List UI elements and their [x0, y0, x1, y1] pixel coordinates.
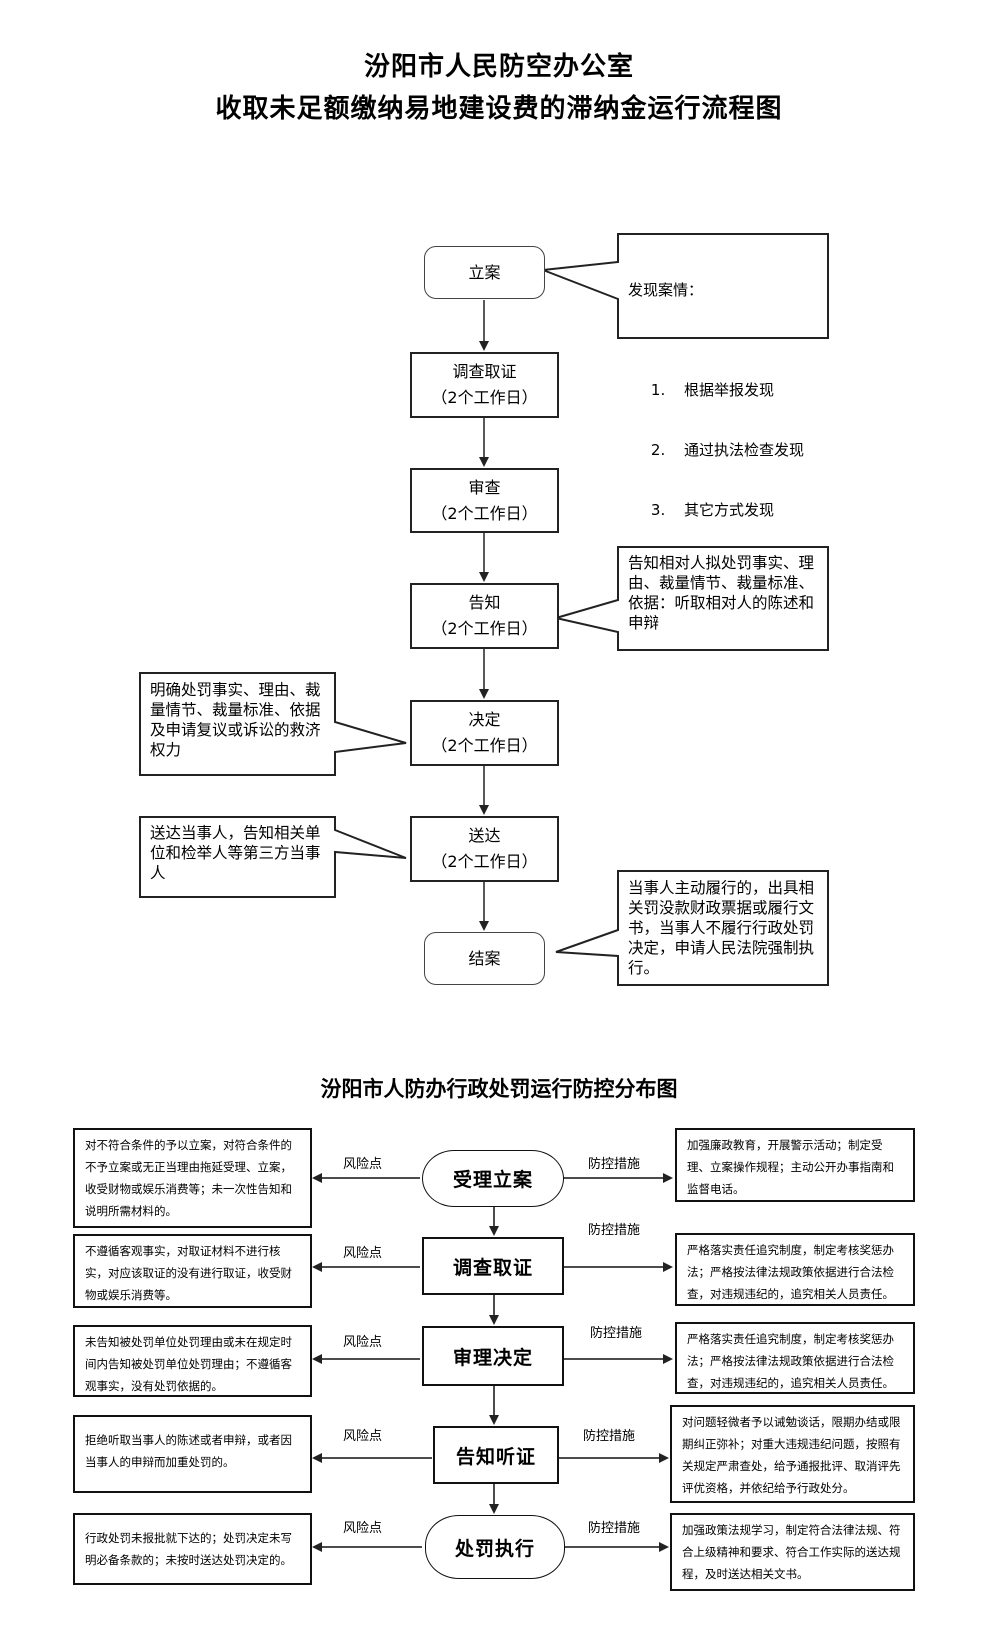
risk-box-4: 拒绝听取当事人的陈述或者申辩，或者因当事人的申辩而加重处罚的。 — [73, 1415, 312, 1493]
callout-lian: 发现案情： 根据举报发现 通过执法检查发现 其它方式发现 — [628, 240, 824, 580]
step-duration: （2个工作日） — [431, 852, 538, 871]
control-label-3: 防控措施 — [590, 1326, 643, 1341]
control-box-4: 对问题轻微者予以诫勉谈话，限期办结或限期纠正弥补；对重大违规违纪问题，按照有关规… — [670, 1405, 915, 1503]
step-label: 送达 — [468, 826, 501, 845]
document-title-line1: 汾阳市人民防空办公室 — [363, 52, 634, 82]
risk-box-5: 行政处罚未报批就下达的；处罚决定未写明必备条款的；未按时送达处罚决定的。 — [73, 1513, 312, 1585]
risk-label-2: 风险点 — [343, 1246, 383, 1261]
document-title-line2: 收取未足额缴纳易地建设费的滞纳金运行流程图 — [215, 94, 783, 124]
control-box-2: 严格落实责任追究制度，制定考核奖惩办法；严格按法律法规政策依据进行合法检查，对违… — [675, 1233, 915, 1306]
risk-label-3: 风险点 — [343, 1335, 383, 1350]
step-duration: （2个工作日） — [431, 736, 538, 755]
callout-lian-item: 通过执法检查发现 — [670, 440, 824, 460]
risk-box-3: 未告知被处罚单位处罚理由或未在规定时间内告知被处罚单位处罚理由；不遵循客观事实，… — [73, 1325, 312, 1397]
flow2-title: 汾阳市人防办行政处罚运行防控分布图 — [320, 1076, 678, 1101]
control-label-2: 防控措施 — [588, 1223, 641, 1238]
risk-box-2: 不遵循客观事实，对取证材料不进行核实，对应该取证的没有进行取证，收受财物或娱乐消… — [73, 1234, 312, 1308]
control-label-1: 防控措施 — [588, 1157, 641, 1172]
step-duration: （2个工作日） — [431, 503, 538, 523]
control-label-4: 防控措施 — [583, 1429, 636, 1444]
callout-lian-heading: 发现案情： — [628, 281, 704, 299]
step-label: 立案 — [468, 262, 501, 282]
flow2-step-chufa: 处罚执行 — [425, 1515, 565, 1579]
flow1-step-diaocha: 调查取证 （2个工作日） — [410, 352, 559, 418]
step-duration: （2个工作日） — [431, 388, 538, 407]
step-label: 决定 — [468, 710, 501, 729]
flow1-step-lian: 立案 — [424, 246, 545, 299]
flow1-step-shencha: 审查 （2个工作日） — [410, 468, 559, 533]
flow2-step-shenli: 审理决定 — [422, 1326, 564, 1386]
callout-jueding: 明确处罚事实、理由、裁量情节、裁量标准、依据及申请复议或诉讼的救济权力 — [150, 681, 321, 759]
flow1-step-songda: 送达 （2个工作日） — [410, 816, 559, 882]
step-label: 告知 — [468, 593, 501, 612]
flow1-step-jiean: 结案 — [424, 932, 545, 985]
callout-gaozhi: 告知相对人拟处罚事实、理由、裁量情节、裁量标准、依据：听取相对人的陈述和申辩 — [628, 554, 815, 632]
risk-label-1: 风险点 — [343, 1157, 383, 1172]
risk-label-5: 风险点 — [343, 1521, 383, 1536]
step-label: 审查 — [468, 477, 501, 497]
step-duration: （2个工作日） — [431, 619, 538, 638]
step-label: 调查取证 — [452, 362, 517, 381]
control-label-5: 防控措施 — [588, 1521, 641, 1536]
step-label: 结案 — [468, 948, 501, 968]
callout-songda: 送达当事人，告知相关单位和检举人等第三方当事人 — [150, 824, 321, 882]
flow2-step-gaozhi: 告知听证 — [433, 1426, 559, 1484]
callout-jiean: 当事人主动履行的，出具相关罚没款财政票据或履行文书，当事人不履行行政处罚决定，申… — [628, 879, 815, 977]
control-box-5: 加强政策法规学习，制定符合法律法规、符合上级精神和要求、符合工作实际的送达规程，… — [670, 1513, 915, 1591]
flow2-step-shouli: 受理立案 — [422, 1150, 564, 1207]
risk-box-1: 对不符合条件的予以立案，对符合条件的不予立案或无正当理由拖延受理、立案，收受财物… — [73, 1128, 312, 1228]
callout-lian-item: 根据举报发现 — [670, 380, 824, 400]
control-box-3: 严格落实责任追究制度，制定考核奖惩办法；严格按法律法规政策依据进行合法检查，对违… — [675, 1322, 915, 1394]
flow1-step-jueding: 决定 （2个工作日） — [410, 700, 559, 766]
control-box-1: 加强廉政教育，开展警示活动；制定受理、立案操作规程；主动公开办事指南和监督电话。 — [675, 1128, 915, 1202]
callout-lian-item: 其它方式发现 — [670, 500, 824, 520]
risk-label-4: 风险点 — [343, 1429, 383, 1444]
flow1-step-gaozhi: 告知 （2个工作日） — [410, 583, 559, 649]
flow2-step-diaocha: 调查取证 — [422, 1237, 564, 1295]
